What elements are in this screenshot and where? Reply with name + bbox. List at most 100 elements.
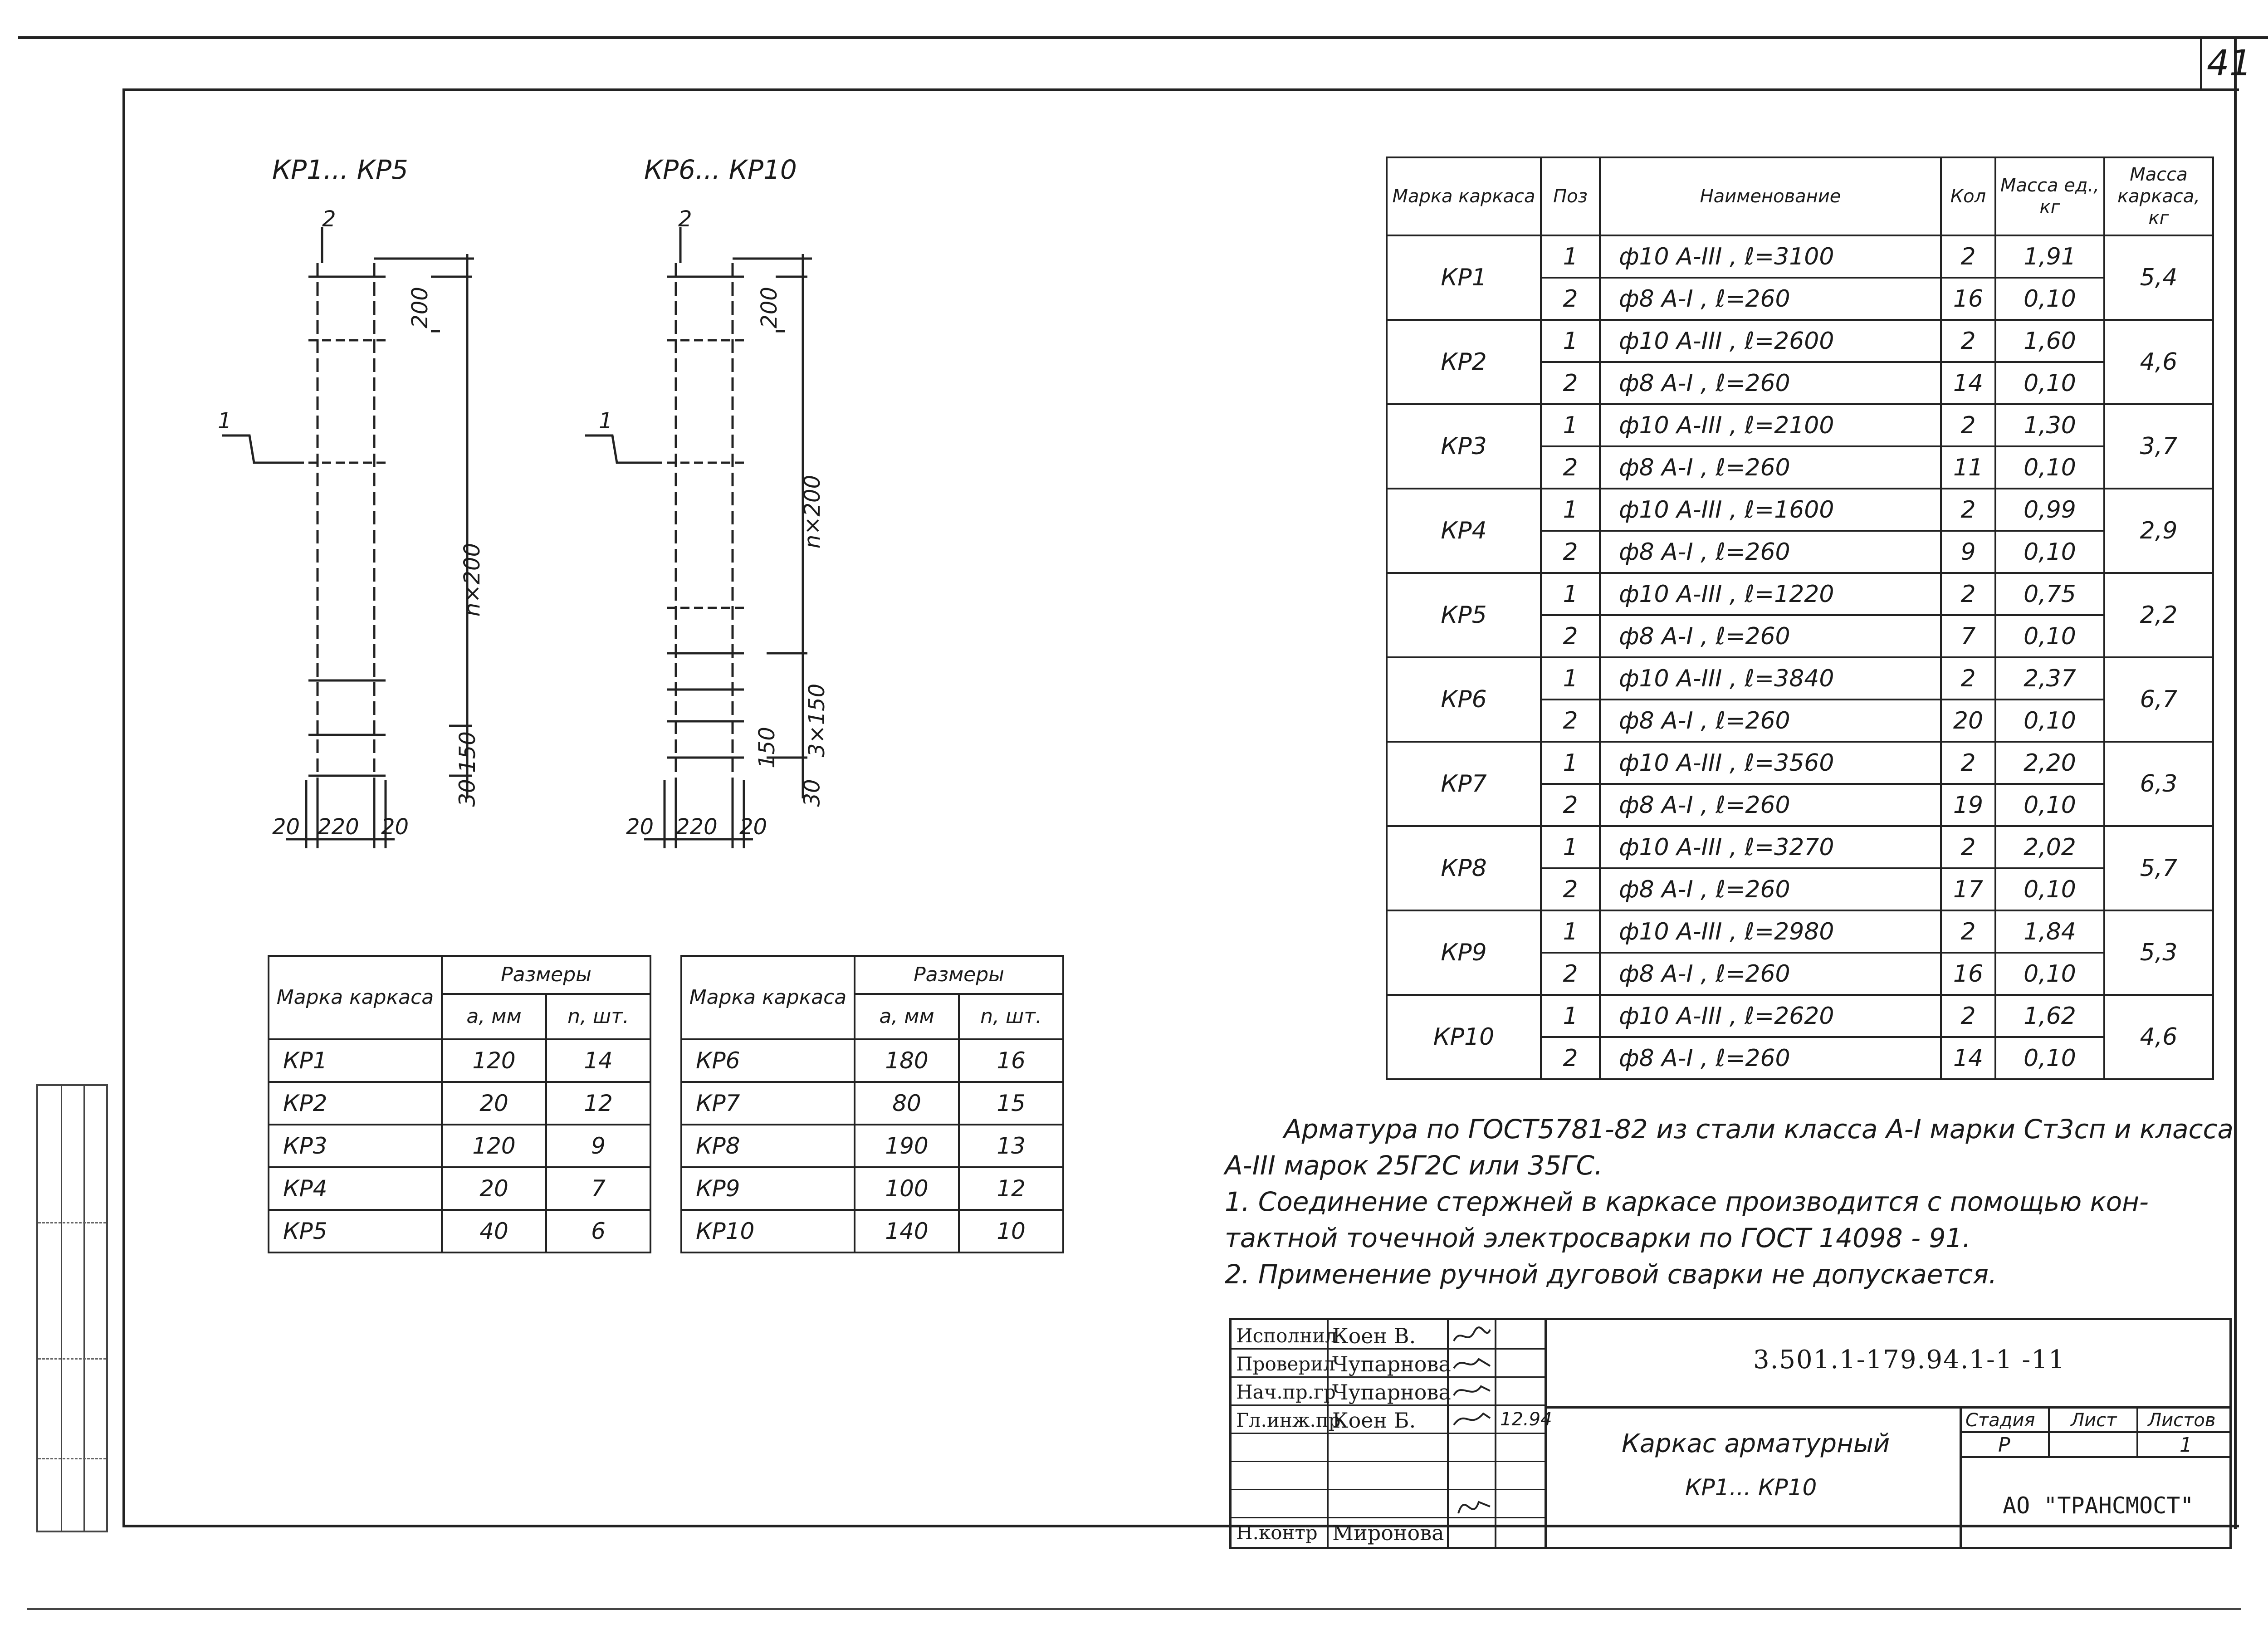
spec-pos: 2 <box>1540 1036 1601 1080</box>
size-a: 40 <box>441 1209 547 1253</box>
size-a: 80 <box>854 1081 960 1125</box>
spec-qty: 2 <box>1940 319 1996 363</box>
size-n: 9 <box>545 1124 651 1168</box>
size-n: 14 <box>545 1038 651 1083</box>
spec-pos: 2 <box>1540 530 1601 574</box>
sheet-number-box <box>2200 39 2239 91</box>
diagram-1-dim-bottom-left: 20 <box>272 814 300 840</box>
size-mark: КР1 <box>268 1038 443 1083</box>
diagram-2-dim-bottom-mid: 220 <box>676 814 718 840</box>
spec-name: ф10 А-III , ℓ=2600 <box>1599 319 1942 363</box>
diagram-1-title: КР1... КР5 <box>272 154 408 185</box>
spec-pos: 1 <box>1540 319 1601 363</box>
header-pos: Поз <box>1540 157 1601 236</box>
size-mark: КР4 <box>268 1166 443 1211</box>
size-a: 20 <box>441 1081 547 1125</box>
spec-total-mass: 4,6 <box>2103 319 2214 405</box>
diagram-1-dim-nx200: n×200 <box>459 543 485 617</box>
size-n: 12 <box>545 1081 651 1125</box>
size-table-header-a: a, мм <box>854 993 960 1040</box>
spec-unit-mass: 0,99 <box>1994 488 2105 532</box>
diagram-1-frame <box>222 227 474 848</box>
spec-unit-mass: 0,10 <box>1994 699 2105 743</box>
spec-unit-mass: 0,10 <box>1994 1036 2105 1080</box>
spec-mark: КР3 <box>1386 403 1542 489</box>
frame-bottom-line <box>27 1608 2241 1610</box>
spec-unit-mass: 2,20 <box>1994 741 2105 785</box>
tb-name: Чупарнова <box>1332 1352 1451 1376</box>
spec-pos: 1 <box>1540 403 1601 447</box>
spec-qty: 2 <box>1940 825 1996 869</box>
spec-qty: 2 <box>1940 488 1996 532</box>
tb-role: Проверил <box>1236 1353 1335 1375</box>
spec-pos: 2 <box>1540 783 1601 827</box>
tb-divider <box>1960 1431 2229 1433</box>
spec-total-mass: 2,2 <box>2103 572 2214 658</box>
size-mark: КР8 <box>680 1124 855 1168</box>
diagram-2-dim-2: 2 <box>678 206 692 232</box>
size-n: 13 <box>958 1124 1064 1168</box>
spec-unit-mass: 0,10 <box>1994 361 2105 405</box>
diagram-2-dim-30: 30 <box>799 779 825 807</box>
spec-qty: 2 <box>1940 235 1996 279</box>
spec-name: ф8 А-I , ℓ=260 <box>1599 867 1942 911</box>
spec-name: ф10 А-III , ℓ=1600 <box>1599 488 1942 532</box>
spec-unit-mass: 1,60 <box>1994 319 2105 363</box>
spec-unit-mass: 0,75 <box>1994 572 2105 616</box>
size-n: 6 <box>545 1209 651 1253</box>
spec-name: ф8 А-I , ℓ=260 <box>1599 277 1942 321</box>
spec-unit-mass: 0,10 <box>1994 614 2105 658</box>
spec-pos: 1 <box>1540 656 1601 700</box>
tb-stage-label: Стадия <box>1965 1410 2035 1431</box>
spec-qty: 19 <box>1940 783 1996 827</box>
size-n: 15 <box>958 1081 1064 1125</box>
tb-divider <box>1232 1404 1545 1406</box>
spec-pos: 1 <box>1540 910 1601 954</box>
diagram-2-dim-200: 200 <box>756 287 782 328</box>
binding-column-line <box>61 1086 62 1531</box>
spec-unit-mass: 2,37 <box>1994 656 2105 700</box>
tb-divider <box>1545 1320 1547 1547</box>
spec-unit-mass: 2,02 <box>1994 825 2105 869</box>
sheet-number: 41 <box>2207 43 2252 84</box>
spec-total-mass: 3,7 <box>2103 403 2214 489</box>
size-table-header-n: n, шт. <box>958 993 1064 1040</box>
drawing-frame <box>122 88 2239 1527</box>
size-table-header-mark: Марка каркаса <box>268 955 443 1040</box>
diagram-2-dim-nx200: n×200 <box>800 475 826 549</box>
size-mark: КР3 <box>268 1124 443 1168</box>
spec-name: ф8 А-I , ℓ=260 <box>1599 699 1942 743</box>
size-n: 10 <box>958 1209 1064 1253</box>
header-mark: Марка каркаса <box>1386 157 1542 236</box>
spec-qty: 2 <box>1940 994 1996 1038</box>
spec-qty: 16 <box>1940 277 1996 321</box>
header-qty: Кол <box>1940 157 1996 236</box>
tb-divider <box>1232 1461 1545 1462</box>
spec-pos: 2 <box>1540 361 1601 405</box>
frame-right-edge <box>2234 36 2237 1529</box>
tb-divider <box>1545 1406 2229 1409</box>
spec-unit-mass: 1,91 <box>1994 235 2105 279</box>
size-a: 180 <box>854 1038 960 1083</box>
spec-mark: КР10 <box>1386 994 1542 1080</box>
diagram-1-dim-200: 200 <box>407 287 433 328</box>
tb-name: Чупарнова <box>1332 1380 1451 1404</box>
spec-qty: 2 <box>1940 741 1996 785</box>
tb-name: Коен В. <box>1332 1324 1416 1348</box>
spec-pos: 2 <box>1540 699 1601 743</box>
spec-total-mass: 2,9 <box>2103 488 2214 574</box>
tb-divider <box>1232 1433 1545 1434</box>
spec-qty: 2 <box>1940 572 1996 616</box>
spec-total-mass: 5,7 <box>2103 825 2214 911</box>
size-mark: КР9 <box>680 1166 855 1211</box>
